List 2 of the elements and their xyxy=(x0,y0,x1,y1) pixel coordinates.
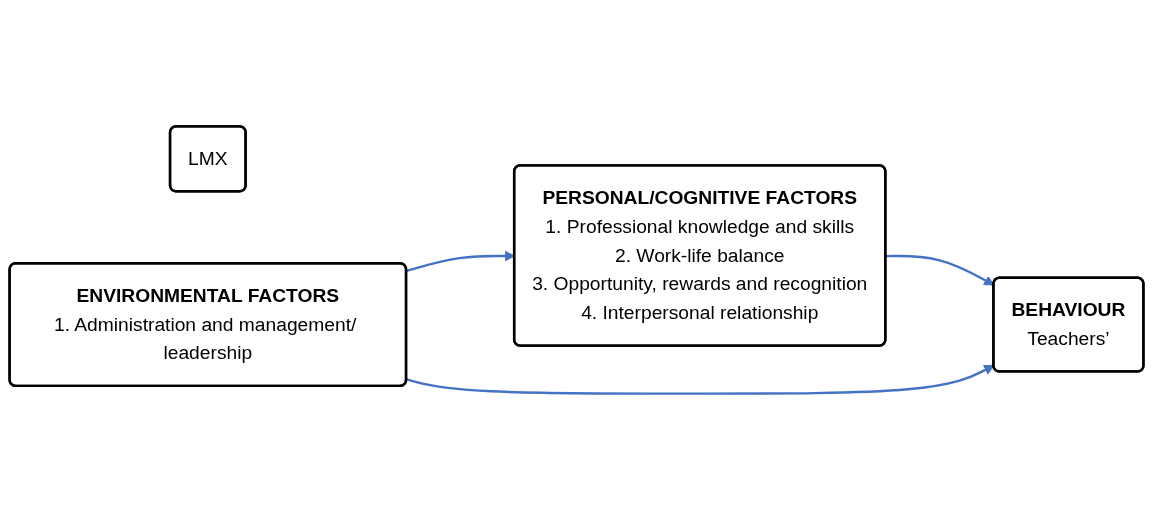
arrow xyxy=(406,364,995,395)
arrow xyxy=(885,254,995,286)
